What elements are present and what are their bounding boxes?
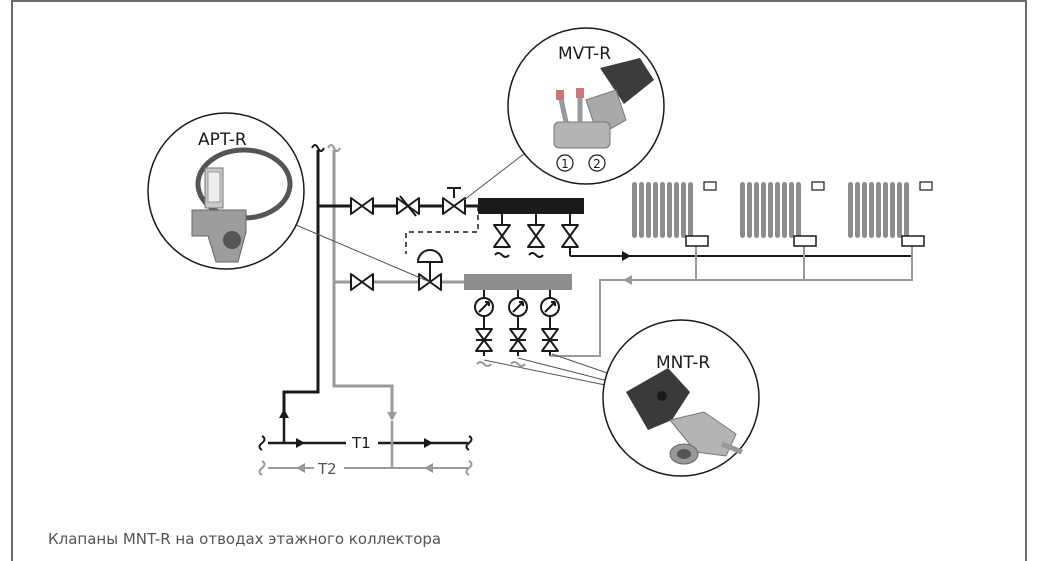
- radiator-fin: [639, 182, 644, 238]
- frame-right-border: [1025, 0, 1027, 561]
- radiator-fin: [653, 182, 658, 238]
- apt-r-label: APT-R: [198, 130, 247, 150]
- port-1-marker: [556, 154, 574, 172]
- radiator-fin: [674, 182, 679, 238]
- return-manifold-outlets: [474, 244, 913, 367]
- apt-r-callout: [147, 112, 305, 270]
- t2-label: T2: [317, 460, 337, 478]
- radiator-fin: [775, 182, 780, 238]
- apt-r-valve-image: [191, 147, 293, 263]
- frame-left-border: [11, 0, 13, 561]
- radiator-fin: [688, 182, 693, 238]
- radiator-fin: [890, 182, 895, 238]
- t2-return-line: [258, 443, 473, 476]
- radiator-fin: [796, 182, 801, 238]
- mvt-r-label: MVT-R: [558, 44, 611, 64]
- radiator-fin: [761, 182, 766, 238]
- radiator-fin: [632, 182, 637, 238]
- supply-riser: [282, 144, 325, 418]
- radiator-fin: [883, 182, 888, 238]
- supply-branch: [318, 187, 478, 217]
- port-2-label: 2: [593, 157, 601, 171]
- impulse-line: [405, 206, 479, 254]
- supply-up-arrow: [279, 409, 289, 418]
- radiator-fin: [897, 182, 902, 238]
- mnt-r-label: MNT-R: [656, 353, 710, 373]
- radiator-fin: [747, 182, 752, 238]
- radiator-fin: [862, 182, 867, 238]
- t1-supply-line: [258, 418, 473, 451]
- radiator-fin: [848, 182, 853, 238]
- return-riser: [327, 144, 397, 421]
- radiator-fin: [904, 182, 909, 238]
- figure-caption: Клапаны MNT-R на отводах этажного коллек…: [48, 530, 442, 548]
- radiator-fin: [768, 182, 773, 238]
- radiator-fin: [646, 182, 651, 238]
- mvt-r-callout: [507, 27, 665, 185]
- radiator-fin: [660, 182, 665, 238]
- supply-manifold: [478, 198, 584, 214]
- radiator-fin: [869, 182, 874, 238]
- return-manifold: [464, 274, 572, 290]
- radiator-2: [740, 181, 825, 247]
- port-1-label: 1: [561, 157, 569, 171]
- radiator-fin: [754, 182, 759, 238]
- mvt-r-valve-image: [553, 58, 654, 149]
- radiator-fin: [855, 182, 860, 238]
- t1-label: T1: [351, 434, 371, 452]
- return-branch: [334, 249, 464, 291]
- mnt-r-valve-image: [626, 368, 743, 465]
- radiator-fin: [876, 182, 881, 238]
- port-2-marker: [588, 154, 606, 172]
- radiator-3: [848, 181, 933, 247]
- radiator-fin: [667, 182, 672, 238]
- radiator-1: [632, 181, 717, 247]
- mnt-r-callout: [602, 319, 760, 477]
- radiator-fin: [740, 182, 745, 238]
- radiator-fin: [681, 182, 686, 238]
- radiator-fin: [789, 182, 794, 238]
- frame-top-border: [11, 0, 1027, 2]
- radiator-fin: [782, 182, 787, 238]
